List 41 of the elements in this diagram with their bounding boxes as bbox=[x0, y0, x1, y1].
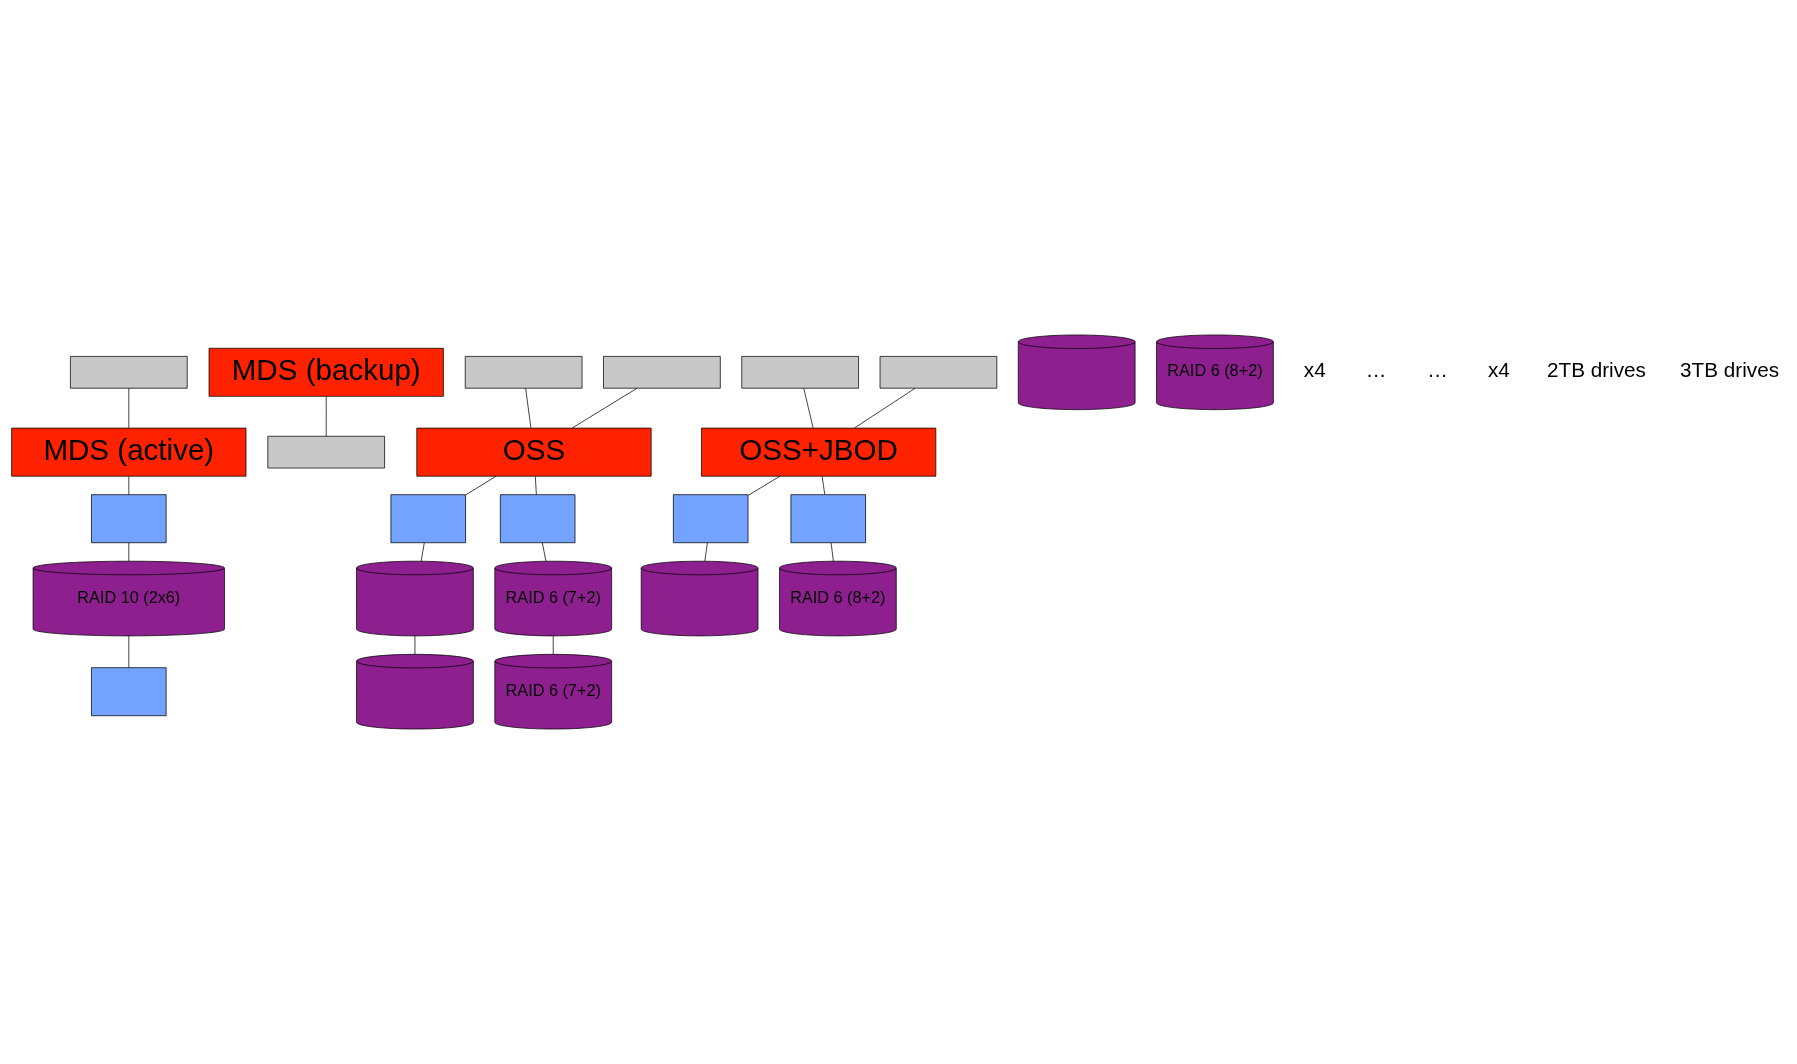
label: x4 bbox=[1487, 358, 1510, 382]
connector bbox=[704, 542, 708, 562]
label: 3TB drives bbox=[1680, 358, 1779, 382]
connector bbox=[128, 387, 130, 429]
connector bbox=[552, 635, 554, 655]
connector bbox=[830, 542, 834, 562]
connector bbox=[748, 475, 781, 496]
connector bbox=[821, 476, 826, 495]
node-box bbox=[464, 356, 583, 389]
connector bbox=[465, 475, 497, 496]
connector bbox=[525, 387, 532, 429]
connector bbox=[128, 476, 130, 495]
connector bbox=[803, 387, 814, 429]
label: x4 bbox=[1303, 358, 1326, 382]
node-box bbox=[879, 356, 998, 389]
connector bbox=[854, 387, 916, 429]
connector bbox=[325, 395, 327, 437]
node-box bbox=[603, 356, 721, 389]
connector bbox=[534, 476, 537, 495]
node-box bbox=[70, 356, 188, 389]
connector bbox=[128, 635, 130, 668]
node-box bbox=[741, 356, 859, 389]
connector bbox=[571, 387, 638, 429]
node-box bbox=[91, 494, 167, 544]
node-box bbox=[673, 494, 749, 544]
node-box bbox=[500, 494, 576, 544]
node-box bbox=[91, 667, 167, 717]
connector bbox=[128, 542, 130, 562]
node-box: MDS (backup) bbox=[208, 347, 444, 397]
node-box bbox=[390, 494, 466, 544]
connector bbox=[420, 542, 425, 562]
node-box bbox=[267, 435, 385, 469]
node-box bbox=[790, 494, 866, 544]
label: 2TB drives bbox=[1547, 358, 1646, 382]
node-box: OSS+JBOD bbox=[701, 427, 937, 477]
label: … bbox=[1427, 358, 1448, 382]
label: … bbox=[1365, 358, 1387, 382]
connector bbox=[541, 542, 547, 562]
connector bbox=[414, 635, 416, 655]
node-box: MDS (active) bbox=[11, 427, 247, 477]
node-box: OSS bbox=[416, 427, 652, 477]
